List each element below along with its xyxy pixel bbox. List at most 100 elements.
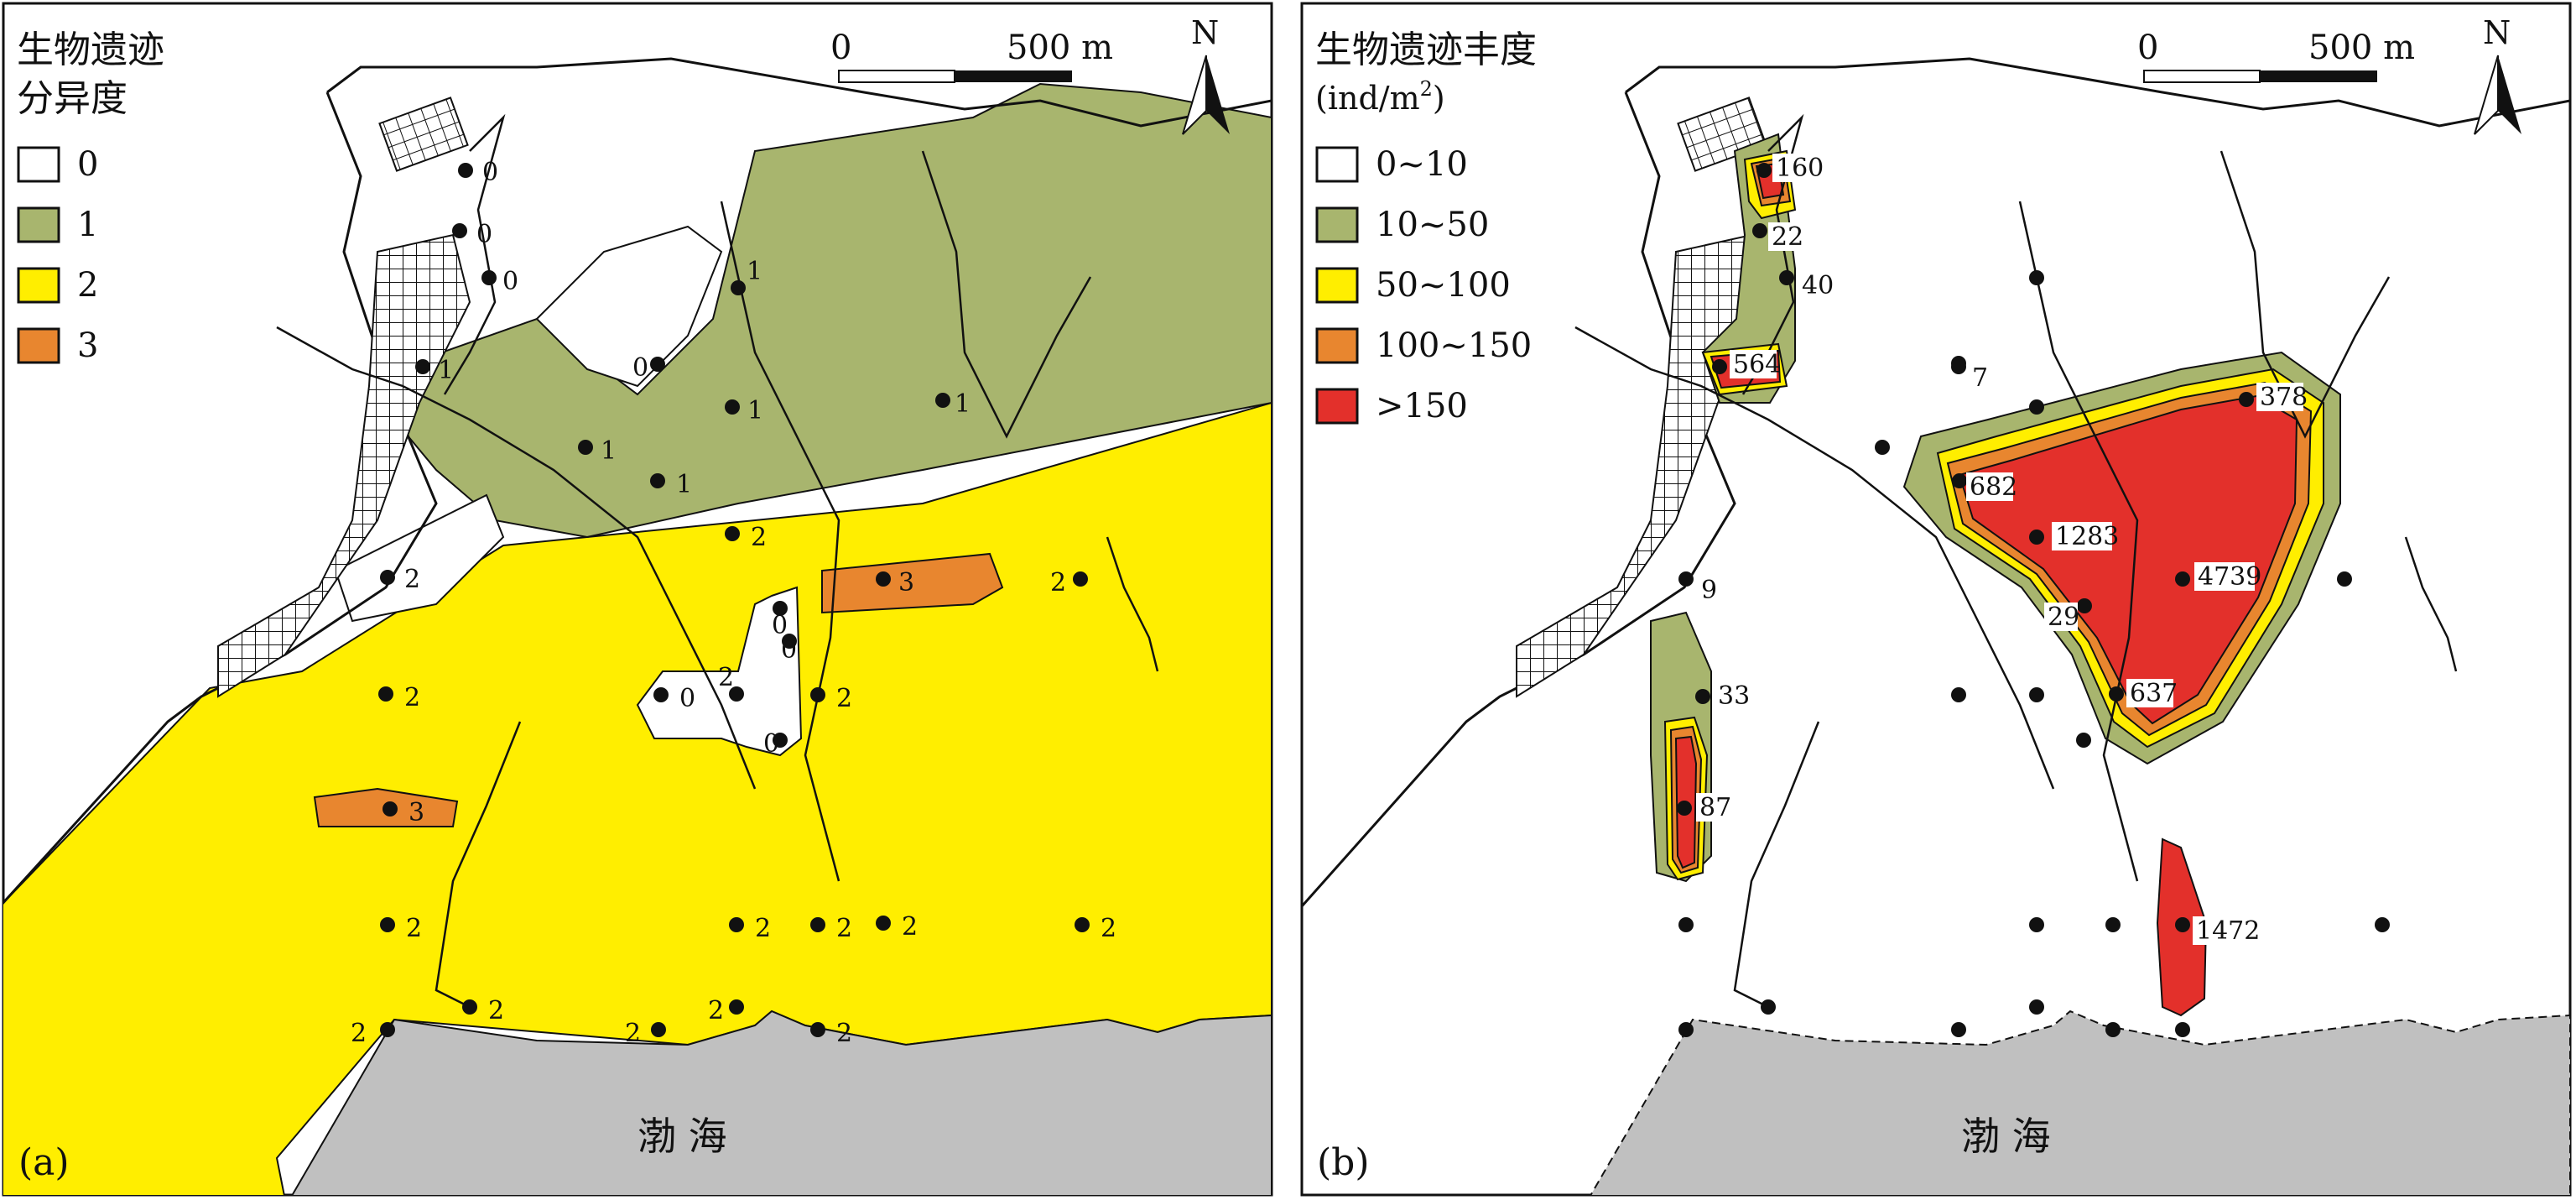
sample-point-a [458, 163, 473, 178]
legend-a-label-3: 3 [77, 326, 98, 365]
sample-value-a: 1 [955, 389, 971, 419]
legend-a-label-2: 2 [77, 266, 98, 305]
sample-point-a [653, 687, 669, 702]
panel-b: 生物遗迹丰度 (ind/m2) 0~1010~5050~100100~150>1… [1300, 2, 2572, 1197]
legend-a-swatch-3 [17, 327, 60, 364]
sample-value-b: 1283 [2055, 522, 2119, 551]
sample-point-b [2175, 1022, 2190, 1037]
panel-a-title-line2: 分异度 [17, 77, 127, 120]
sample-value-b: 637 [2130, 679, 2178, 708]
sample-value-b: 29 [2048, 603, 2079, 632]
sample-point-b [2077, 598, 2092, 613]
panel-a-tag: (a) [18, 1141, 70, 1184]
sample-value-a: 0 [781, 635, 797, 665]
sample-label-box-b [1698, 576, 1718, 604]
sample-value-b: 9 [1701, 576, 1717, 605]
sample-point-b [1678, 1022, 1694, 1037]
contour-center-red [1958, 394, 2298, 725]
sample-value-b: 160 [1776, 154, 1824, 183]
sample-value-b: 40 [1802, 271, 1834, 300]
sample-point-a [578, 440, 593, 455]
legend-b-swatch-0 [1315, 146, 1359, 183]
sample-value-a: 0 [763, 729, 779, 759]
sample-value-a: 1 [747, 257, 762, 286]
sample-point-b [2175, 917, 2190, 932]
panel-b-scale-end: 500 m [2308, 29, 2415, 67]
shore-outline-b [1625, 57, 2570, 128]
legend-b-label-3: 100~150 [1376, 326, 1532, 365]
sample-point-b [2029, 687, 2044, 702]
sample-point-b [2109, 686, 2124, 702]
legend-a-label-1: 1 [77, 206, 98, 244]
sample-value-a: 2 [708, 996, 724, 1025]
panel-b-scale-start: 0 [2137, 29, 2158, 67]
sample-value-a: 2 [1050, 568, 1066, 597]
sample-value-a: 2 [751, 523, 767, 552]
legend-b-swatch-4 [1315, 388, 1359, 425]
sample-point-a [415, 359, 430, 374]
sample-value-a: 1 [601, 436, 617, 466]
channel-b-1 [1574, 326, 2055, 790]
sample-point-a [810, 917, 825, 932]
legend-b-label-0: 0~10 [1376, 145, 1468, 184]
sample-value-a: 2 [625, 1019, 641, 1048]
sample-value-b: 564 [1733, 350, 1781, 379]
shore-west-a [3, 91, 438, 905]
sample-point-a [380, 917, 395, 932]
panel-a-sea-label: 渤 海 [637, 1114, 727, 1159]
channel-b-2 [2018, 201, 2139, 882]
legend-b-swatch-2 [1315, 267, 1359, 304]
panel-b-frame [1300, 2, 2572, 1197]
panel-b-tag: (b) [1317, 1141, 1370, 1184]
sample-value-a: 2 [406, 914, 422, 943]
sample-value-a: 3 [898, 568, 914, 597]
sample-label-box-b [2193, 916, 2253, 945]
sample-label-box-b [2126, 679, 2173, 707]
sample-point-a [650, 357, 665, 372]
sample-value-a: 2 [718, 663, 734, 692]
sample-point-b [1951, 1022, 1966, 1037]
sample-point-b [2337, 571, 2352, 587]
panel-a-title-line1: 生物遗迹 [17, 29, 164, 71]
sample-value-a: 2 [902, 912, 918, 942]
sample-value-a: 2 [488, 996, 504, 1025]
sample-point-b [2375, 917, 2390, 932]
sample-point-a [731, 280, 746, 295]
shore-outline-a [326, 57, 1272, 128]
sample-point-a [876, 916, 891, 931]
sample-point-a [462, 999, 477, 1015]
sample-point-b [1695, 689, 1710, 704]
sample-point-b [2076, 733, 2091, 748]
sample-point-b [2105, 1022, 2121, 1037]
sample-value-a: 1 [438, 356, 454, 385]
sample-point-b [1952, 473, 1967, 488]
sample-point-b [2029, 399, 2044, 415]
legend-a-swatch-1 [17, 206, 60, 243]
sample-value-a: 0 [679, 684, 695, 713]
sample-point-b [2239, 392, 2254, 407]
sample-point-b [2105, 917, 2121, 932]
sample-point-a [782, 634, 797, 649]
sample-point-b [1678, 917, 1694, 932]
sample-value-b: 22 [1772, 222, 1803, 252]
sample-value-a: 0 [482, 158, 498, 187]
sample-point-b [1761, 999, 1776, 1015]
sample-value-a: 2 [755, 914, 771, 943]
panel-b-unit-suffix: ) [1433, 80, 1445, 117]
sample-point-b [2175, 571, 2190, 587]
sample-label-box-b [2052, 522, 2112, 550]
sample-value-a: 1 [747, 396, 763, 425]
sample-value-b: 1472 [2196, 916, 2260, 946]
sample-value-a: 2 [351, 1019, 367, 1048]
sample-point-a [729, 686, 744, 702]
sample-point-b [1875, 440, 1890, 455]
sample-point-a [382, 801, 398, 817]
sample-value-a: 3 [409, 798, 424, 827]
channel-b-5 [1733, 721, 1820, 1009]
pond-grid-a [378, 97, 469, 172]
channel-a-6 [1106, 536, 1159, 672]
sample-point-a [651, 1022, 666, 1037]
sample-point-a [1075, 917, 1090, 932]
